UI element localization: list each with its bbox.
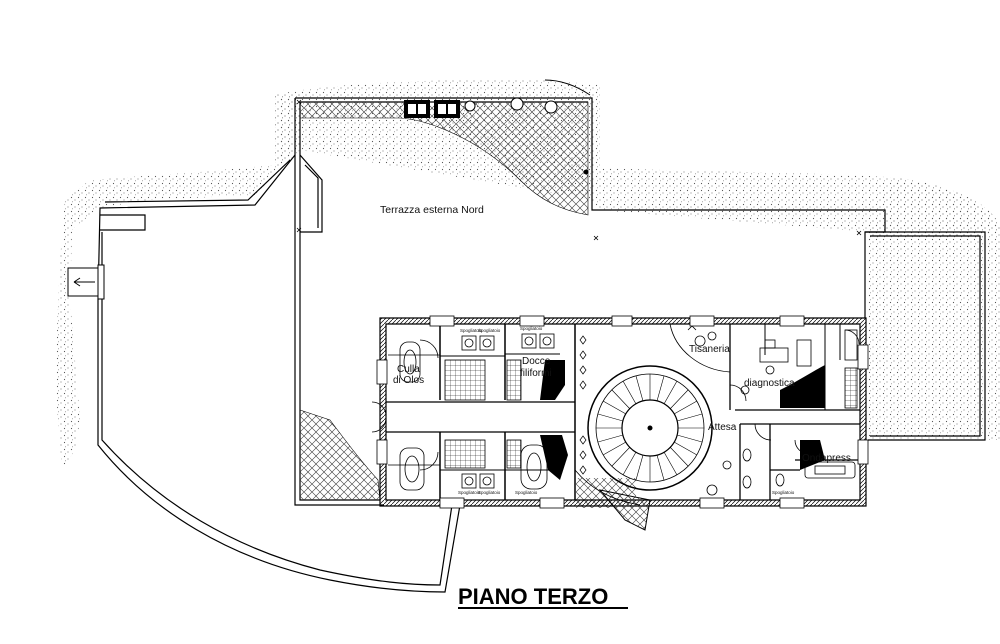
label-spogliatoio-5: Spogliatoio: [478, 490, 501, 495]
west-fixtures: [371, 333, 555, 491]
planters: [404, 79, 591, 118]
spiral-staircase: [574, 365, 713, 531]
label-culla-2: di Olos: [393, 375, 424, 386]
east-fixtures: [669, 323, 860, 496]
label-spogliatoio-1: Spogliatoio: [460, 328, 483, 333]
label-tisaneria: Tisaneria: [689, 344, 730, 355]
label-diagnostica: diagnostica: [744, 378, 795, 389]
rock-features: [540, 360, 825, 480]
label-terrazza-nord: Terrazza esterna Nord: [380, 204, 484, 216]
survey-marks: [296, 99, 862, 241]
label-culla-1: Culla: [397, 364, 420, 375]
label-spogliatoio-4: Spogliatoio: [458, 490, 481, 495]
label-spogliatoio-2: Spogliatoio: [478, 328, 501, 333]
gravel-area: [55, 79, 1000, 470]
windows: [376, 315, 869, 509]
label-spogliatoio-3: Spogliatoio: [520, 326, 543, 331]
exit-arrow-icon: [67, 264, 105, 300]
drawing-title: PIANO TERZO: [458, 584, 608, 609]
label-ondapress: Ondapress: [802, 453, 851, 464]
label-docce-1: Docce: [522, 356, 551, 367]
spogliatoio-labels: Spogliatoio Spogliatoio Spogliatoio Spog…: [458, 326, 795, 495]
title-underline: [458, 607, 628, 609]
label-spogliatoio-7: Spogliatoio: [772, 490, 795, 495]
diamond-decor: [579, 335, 587, 475]
label-spogliatoio-6: Spogliatoio: [515, 490, 538, 495]
label-docce-2: filiformi: [520, 368, 552, 379]
label-attesa: Attesa: [708, 422, 737, 433]
